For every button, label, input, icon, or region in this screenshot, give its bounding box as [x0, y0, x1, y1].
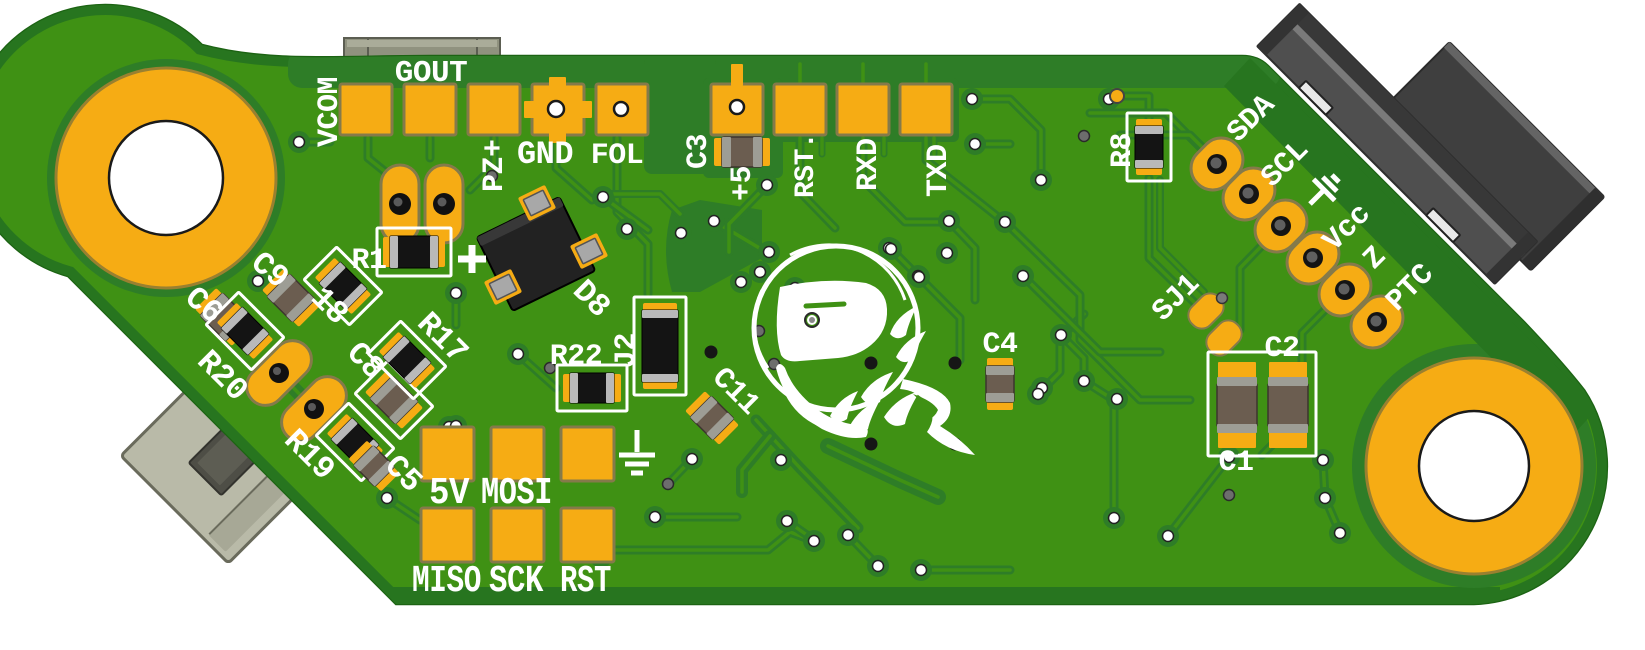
- svg-text:GND: GND: [517, 136, 573, 173]
- svg-text:TXD: TXD: [922, 144, 956, 197]
- svg-text:SCK: SCK: [489, 560, 544, 603]
- svg-text:GOUT: GOUT: [395, 56, 467, 91]
- svg-text:RXD: RXD: [852, 138, 886, 191]
- svg-text:R8: R8: [1106, 133, 1140, 168]
- svg-text:MOSI: MOSI: [481, 472, 552, 515]
- svg-text:C1: C1: [1218, 446, 1253, 480]
- svg-text:FOL: FOL: [591, 139, 644, 173]
- svg-text:VCOM: VCOM: [313, 77, 347, 147]
- svg-text:R1: R1: [351, 244, 386, 278]
- svg-text:RST: RST: [560, 560, 611, 603]
- svg-text:C2: C2: [1264, 332, 1299, 366]
- svg-text:C3: C3: [682, 134, 716, 169]
- svg-text:PZ+: PZ+: [478, 139, 512, 192]
- svg-text:R22: R22: [550, 340, 603, 374]
- svg-text:MISO: MISO: [412, 560, 481, 603]
- svg-text:5V: 5V: [429, 472, 470, 515]
- svg-text:C4: C4: [982, 328, 1018, 362]
- svg-text:+5: +5: [726, 166, 760, 201]
- svg-text:J2: J2: [610, 333, 644, 368]
- svg-text:RST.: RST.: [791, 133, 822, 198]
